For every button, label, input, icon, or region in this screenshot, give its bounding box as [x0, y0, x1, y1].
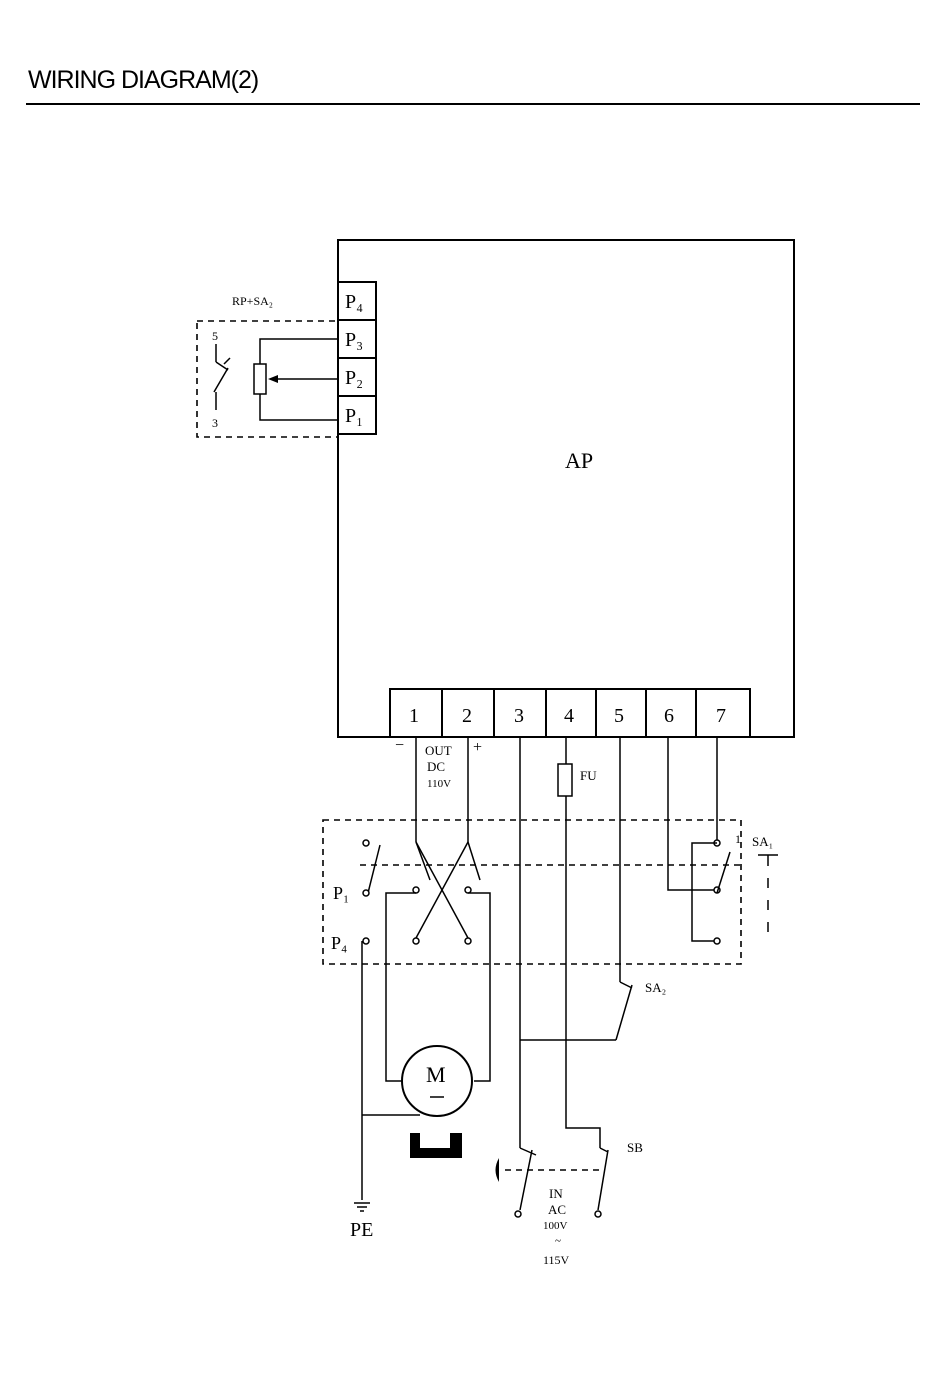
fuse-label: FU — [580, 768, 597, 783]
output-label-voltage: 110V — [427, 778, 451, 790]
potentiometer — [254, 364, 266, 394]
output-minus: − — [395, 737, 404, 754]
rev-contact-2-br — [465, 938, 471, 944]
sa1-actuator — [758, 855, 778, 932]
terminal-5-label: 5 — [614, 705, 624, 727]
fuse — [558, 764, 572, 796]
terminal-1-label: 1 — [409, 705, 419, 727]
sa1-loop — [692, 843, 717, 941]
rev-contact-1-br — [413, 938, 419, 944]
terminal-p1-label: P₁ — [345, 405, 363, 427]
rev-switch-1 — [416, 842, 430, 880]
wire-terminal-4 — [566, 737, 600, 1148]
sa1-switch — [717, 852, 730, 893]
pot-wiper-arrow — [268, 375, 278, 383]
input-label-v1: 100V — [543, 1220, 568, 1232]
pot-group-label: RP+SA₂ — [232, 294, 273, 308]
motor-label: M — [426, 1062, 446, 1087]
bottom-terminal-strip: 1 2 3 4 5 6 7 — [390, 689, 750, 737]
ground-label: PE — [350, 1219, 373, 1241]
sa1-contact-num: 1 — [735, 832, 741, 846]
reverser-switch-p1 — [368, 845, 380, 893]
reverser-contact-p1 — [363, 890, 369, 896]
pot-switch — [214, 344, 230, 410]
rev-contact-2-bl — [465, 887, 471, 893]
output-label-out: OUT — [425, 743, 452, 758]
sa1-label: SA₁ — [752, 834, 773, 849]
pot-switch-bottom-num: 3 — [212, 416, 218, 430]
input-label-v2: 115V — [543, 1253, 570, 1267]
pot-switch-top-num: 5 — [212, 329, 218, 343]
controller-label: AP — [565, 448, 593, 473]
reverser-p4-label: P₄ — [331, 933, 347, 953]
emergency-switch — [520, 1148, 536, 1210]
terminal-7-label: 7 — [716, 705, 726, 727]
input-label-tilde: ~ — [555, 1235, 561, 1247]
motor-brake-symbol — [410, 1133, 462, 1158]
sb-label: SB — [627, 1140, 643, 1155]
terminal-p4-label: P₄ — [345, 291, 363, 313]
terminal-p3-label: P₃ — [345, 329, 363, 351]
sb-switch — [598, 1148, 608, 1210]
input-label-in: IN — [549, 1186, 563, 1201]
controller-box — [338, 240, 794, 737]
rev-out-right — [468, 893, 490, 1081]
terminal-3-label: 3 — [514, 705, 524, 727]
reverser-p1-label: P₁ — [333, 883, 349, 903]
left-terminal-strip: P₄ P₃ P₂ P₁ — [338, 282, 376, 434]
sa2-switch — [616, 982, 632, 1040]
sa1-contact-bottom — [714, 938, 720, 944]
pot-switch-group: RP+SA₂ 5 3 — [197, 294, 338, 437]
output-plus: + — [473, 739, 482, 756]
sa2-label: SA₂ — [645, 980, 666, 995]
reverser-contact-p1-top — [363, 840, 369, 846]
input-terminal-right — [595, 1211, 601, 1217]
ground-icon — [354, 1203, 370, 1211]
ground-wire — [362, 941, 420, 1200]
rev-switch-2 — [468, 842, 480, 880]
input-label-ac: AC — [548, 1202, 566, 1217]
terminal-4-label: 4 — [564, 705, 574, 727]
emergency-button-icon — [496, 1158, 500, 1182]
rev-out-left — [386, 893, 416, 1081]
reverser-contact-p4 — [363, 938, 369, 944]
terminal-2-label: 2 — [462, 705, 472, 727]
rev-contact-1-bl — [413, 887, 419, 893]
terminal-p2-label: P₂ — [345, 367, 363, 389]
output-label-dc: DC — [427, 759, 445, 774]
input-terminal-left — [515, 1211, 521, 1217]
pot-wire-p3 — [260, 339, 338, 364]
pot-wire-p1 — [260, 394, 338, 420]
terminal-6-label: 6 — [664, 705, 674, 727]
